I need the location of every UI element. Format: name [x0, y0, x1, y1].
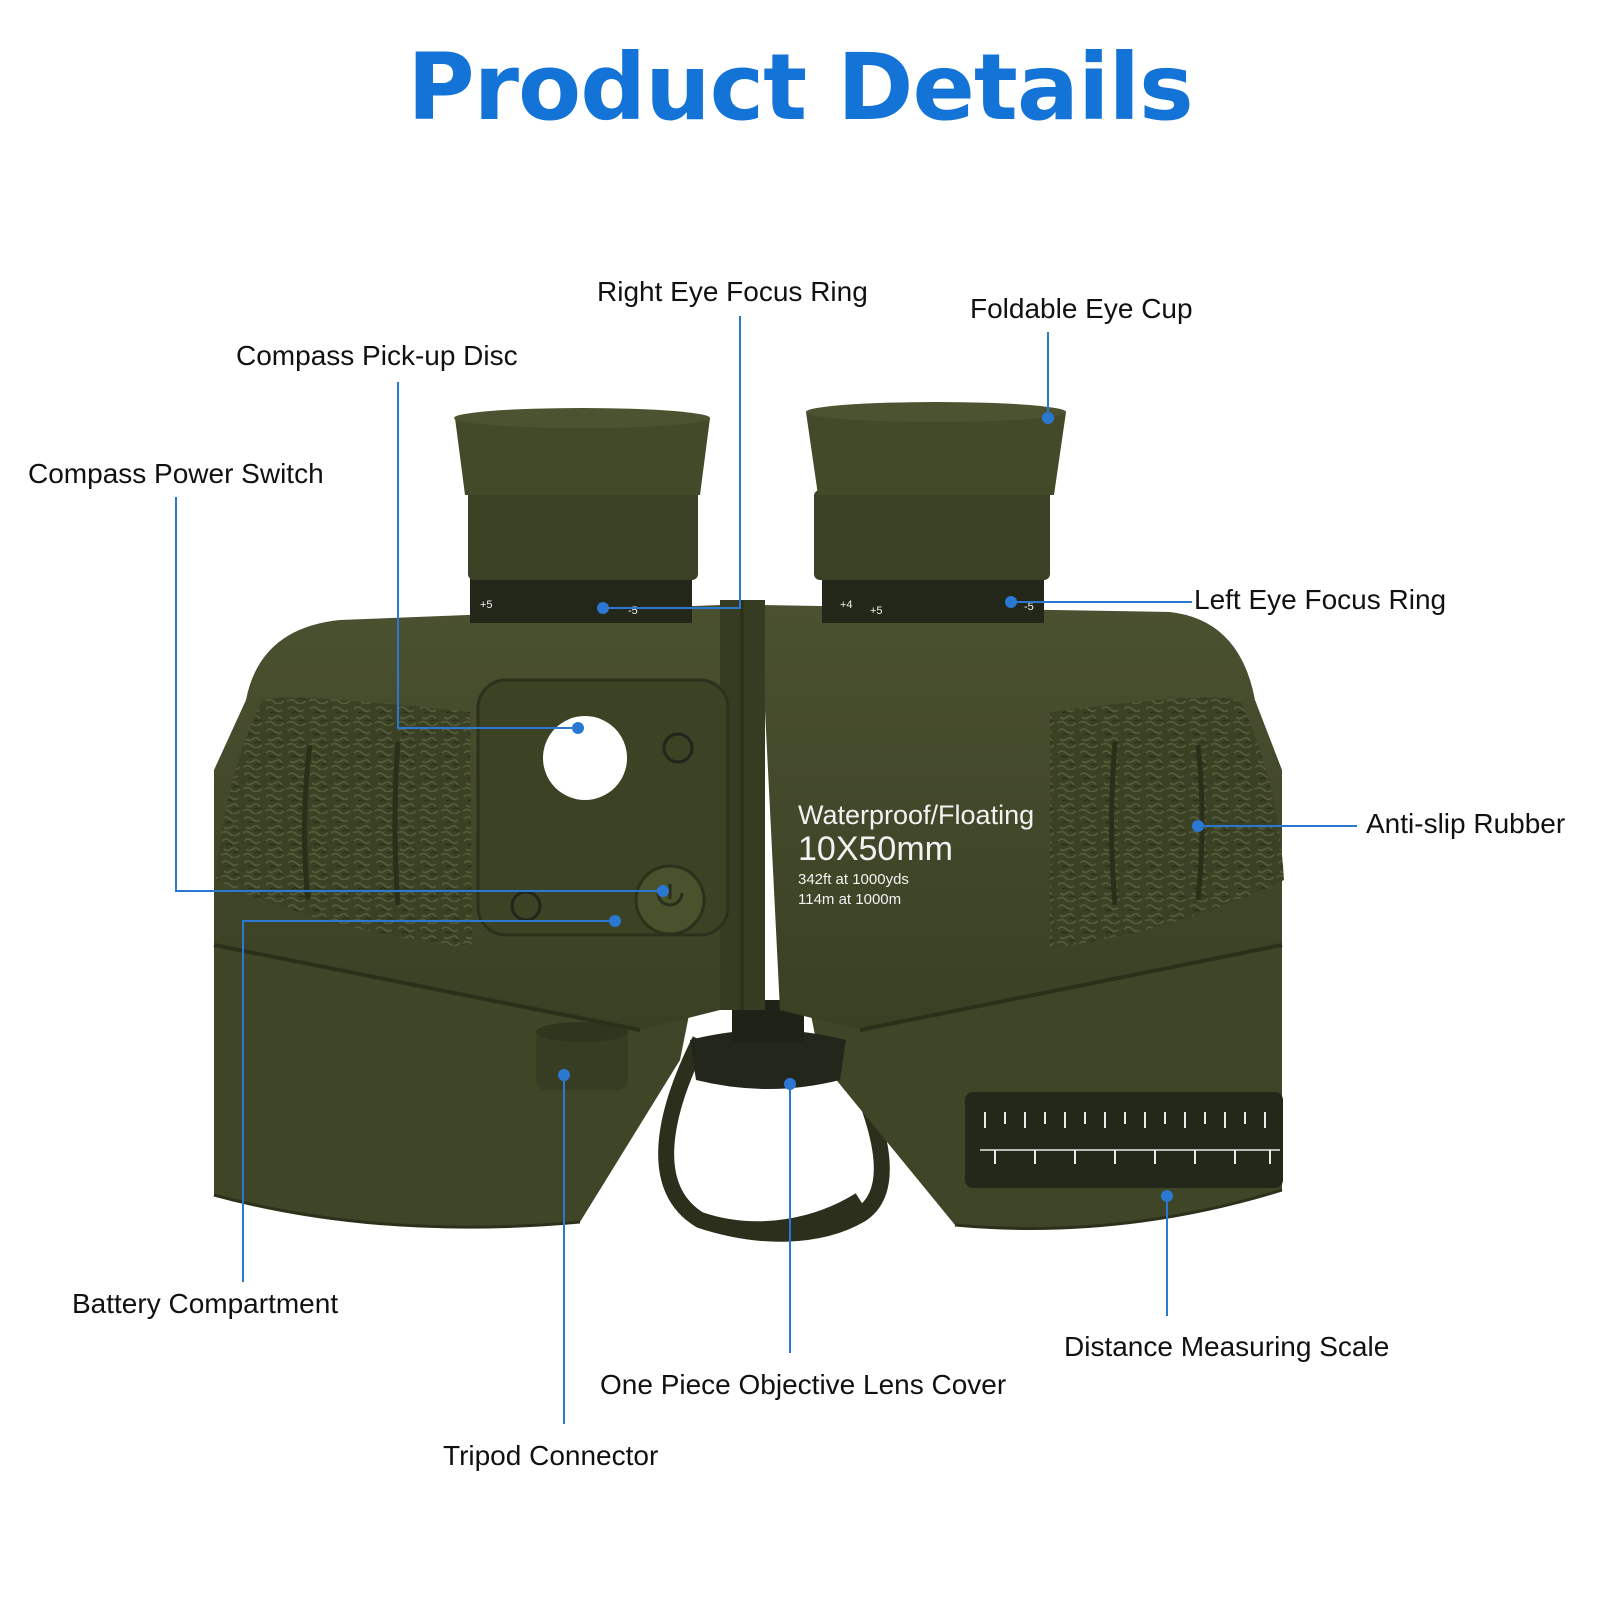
leader-compass-power-switch	[175, 497, 663, 892]
compass-panel	[476, 678, 730, 937]
right-eye-cup	[455, 418, 710, 495]
svg-text:+5: +5	[480, 599, 493, 611]
engraving-line1: Waterproof/Floating	[798, 800, 1034, 830]
engraving-line4: 114m at 1000m	[798, 891, 901, 908]
label-compass-pickup-disc: Compass Pick-up Disc	[236, 340, 518, 371]
right-grip-ribs	[1109, 741, 1205, 906]
callout-lines	[175, 316, 1357, 1424]
engraving-line3: 342ft at 1000yds	[798, 871, 909, 888]
leader-battery-compartment	[242, 920, 615, 1282]
svg-text:-5: -5	[628, 605, 638, 617]
leader-compass-pickup-disc	[397, 382, 578, 729]
left-eyepiece: +4 +5 -5	[806, 402, 1066, 623]
svg-text:+4: +4	[840, 599, 853, 611]
spec-engraving: Waterproof/Floating 10X50mm 342ft at 100…	[798, 800, 1034, 908]
label-tripod-connector: Tripod Connector	[443, 1440, 659, 1471]
compass-pickup-disc	[543, 716, 627, 800]
label-anti-slip-rubber: Anti-slip Rubber	[1366, 808, 1566, 839]
distance-scale-ring	[965, 1092, 1283, 1188]
label-right-eye-focus-ring: Right Eye Focus Ring	[597, 276, 868, 307]
left-grip-ribs	[301, 741, 401, 906]
right-rubber-grip	[1050, 697, 1284, 948]
svg-text:+5: +5	[870, 605, 883, 617]
leader-right-eye-focus-ring	[603, 316, 741, 609]
page-title: Product Details	[407, 34, 1194, 141]
left-eye-cup	[806, 412, 1066, 495]
compass-power-button[interactable]	[634, 864, 706, 936]
callout-dots	[558, 412, 1204, 1202]
left-rubber-grip	[216, 697, 472, 948]
label-battery-compartment: Battery Compartment	[72, 1288, 339, 1319]
svg-text:-5: -5	[1024, 601, 1034, 613]
label-left-eye-focus-ring: Left Eye Focus Ring	[1194, 584, 1447, 615]
label-foldable-eye-cup: Foldable Eye Cup	[970, 293, 1193, 324]
label-compass-power-switch: Compass Power Switch	[28, 458, 324, 489]
engraving-line2: 10X50mm	[798, 830, 953, 868]
label-objective-lens-cover: One Piece Objective Lens Cover	[600, 1369, 1007, 1400]
label-distance-measuring-scale: Distance Measuring Scale	[1064, 1331, 1390, 1362]
right-eyepiece: +5 -5	[454, 408, 710, 623]
